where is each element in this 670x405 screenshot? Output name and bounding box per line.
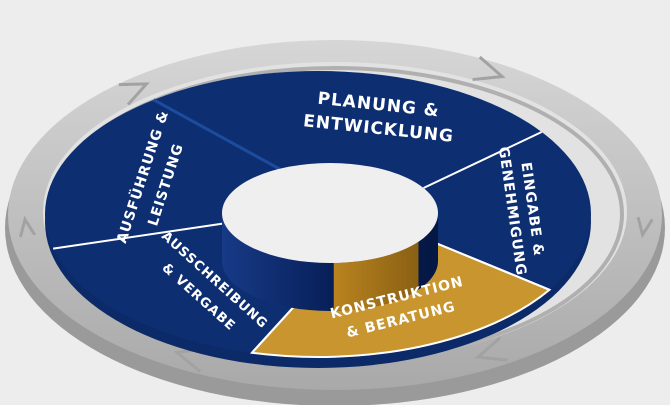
ring-arrow [18,215,36,238]
ring-arrows [18,55,654,373]
hole-inner-wall-gold [333,241,419,311]
ring-arrow [474,336,508,362]
separator-line [423,131,543,189]
center-hole [222,163,438,263]
ring-arrow [472,55,506,82]
ring-arrow [636,216,654,239]
separator-line [152,98,281,171]
separator-line [52,222,225,250]
ring-arrow [118,82,150,106]
separator-line [423,237,550,291]
